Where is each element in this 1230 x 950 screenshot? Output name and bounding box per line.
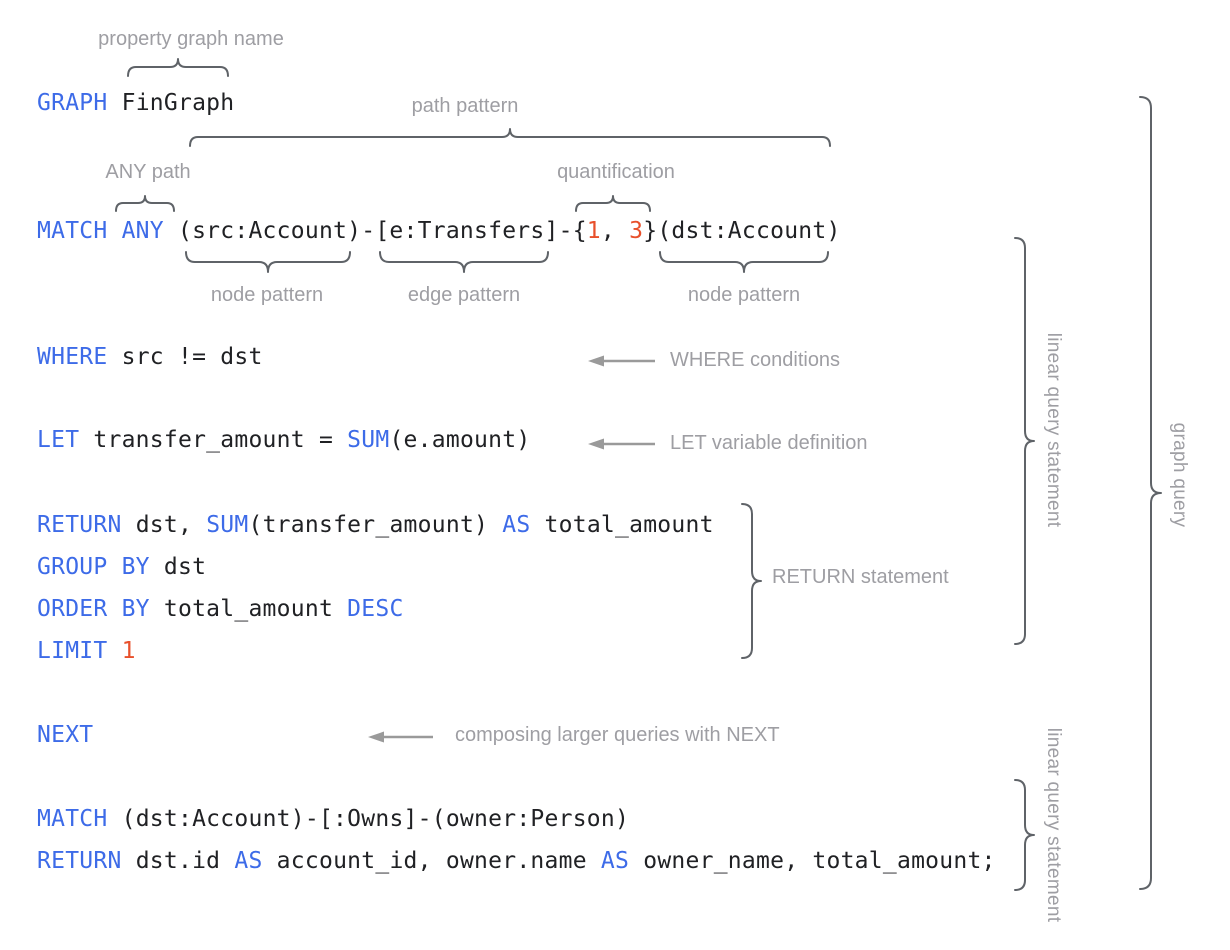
code-token: [108, 638, 122, 664]
code-line-return: RETURN dst, SUM(transfer_amount) AS tota…: [37, 512, 714, 538]
code-line-group-by: GROUP BY dst: [37, 554, 206, 580]
brace-return-statement-icon: [741, 503, 762, 659]
code-token: FinGraph: [107, 90, 235, 116]
code-line-where: WHERE src != dst: [37, 344, 263, 370]
overbrace-any-path-icon: [115, 195, 175, 212]
code-token: }(dst:Account): [643, 218, 841, 244]
code-token: LET: [37, 427, 80, 453]
arrow-composing-next-icon: [368, 731, 433, 743]
overbrace-path-pattern-icon: [189, 128, 831, 147]
code-token: (dst:Account)-[:Owns]-(owner:Person): [107, 806, 630, 832]
code-token: MATCH: [37, 806, 108, 832]
code-token: dst.id: [121, 848, 235, 874]
code-line-graph: GRAPH FinGraph: [37, 90, 234, 116]
code-token: 1: [586, 218, 601, 244]
underbrace-node-pattern-left-icon: [185, 251, 351, 273]
code-line-limit: LIMIT 1: [37, 638, 136, 664]
code-token: dst,: [121, 512, 207, 538]
code-token: account_id, owner.name: [262, 848, 601, 874]
code-token: AS: [502, 512, 531, 538]
code-token: (src:Account)-[e:Transfers]-{: [163, 218, 587, 244]
brace-linear-query-statement-top-icon: [1014, 237, 1035, 645]
label-composing-next: composing larger queries with NEXT: [455, 724, 780, 746]
label-linear-query-statement-bottom: linear query statement: [1043, 727, 1064, 923]
code-token: (transfer_amount): [248, 512, 503, 538]
code-token: SUM: [347, 427, 390, 453]
code-token: WHERE: [37, 344, 108, 370]
brace-graph-query-icon: [1139, 96, 1162, 890]
code-token: transfer_amount =: [79, 427, 348, 453]
code-token: total_amount: [149, 596, 348, 622]
label-any-path: ANY path: [105, 161, 191, 183]
code-token: MATCH ANY: [37, 218, 164, 244]
code-token: (e.amount): [389, 427, 531, 453]
label-node-pattern-right: node pattern: [687, 284, 801, 306]
label-linear-query-statement-top: linear query statement: [1043, 332, 1064, 528]
code-token: RETURN: [37, 848, 122, 874]
label-property-graph-name: property graph name: [98, 28, 284, 50]
label-let-variable-definition: LET variable definition: [670, 432, 868, 454]
label-node-pattern-left: node pattern: [210, 284, 324, 306]
label-where-conditions: WHERE conditions: [670, 349, 841, 371]
code-line-let: LET transfer_amount = SUM(e.amount): [37, 427, 530, 453]
underbrace-edge-pattern-icon: [379, 251, 549, 273]
underbrace-node-pattern-right-icon: [659, 251, 829, 273]
label-return-statement: RETURN statement: [772, 566, 949, 588]
code-token: NEXT: [37, 722, 94, 748]
code-token: GROUP BY: [37, 554, 150, 580]
code-token: AS: [600, 848, 630, 874]
code-token: src != dst: [107, 344, 263, 370]
code-token: LIMIT: [37, 638, 108, 664]
code-token: AS: [234, 848, 263, 874]
code-token: total_amount: [530, 512, 714, 538]
code-token: SUM: [206, 512, 249, 538]
code-token: GRAPH: [37, 90, 108, 116]
overbrace-quantification-icon: [575, 195, 651, 212]
code-token: dst: [149, 554, 207, 580]
code-line-order-by: ORDER BY total_amount DESC: [37, 596, 404, 622]
code-line-next: NEXT: [37, 722, 93, 748]
arrow-let-variable-definition-icon: [588, 438, 655, 450]
code-token: 1: [121, 638, 136, 664]
label-path-pattern: path pattern: [411, 95, 519, 117]
code-token: DESC: [347, 596, 404, 622]
arrow-where-conditions-icon: [588, 355, 655, 367]
label-graph-query: graph query: [1169, 422, 1190, 528]
label-quantification: quantification: [557, 161, 675, 183]
code-line-match: MATCH ANY (src:Account)-[e:Transfers]-{1…: [37, 218, 841, 244]
code-token: ORDER BY: [37, 596, 150, 622]
code-token: RETURN: [37, 512, 122, 538]
label-edge-pattern: edge pattern: [407, 284, 521, 306]
code-line-return-2: RETURN dst.id AS account_id, owner.name …: [37, 848, 996, 874]
overbrace-property-graph-name-icon: [127, 58, 229, 77]
brace-linear-query-statement-bottom-icon: [1014, 779, 1035, 891]
code-line-match-2: MATCH (dst:Account)-[:Owns]-(owner:Perso…: [37, 806, 629, 832]
code-token: ,: [600, 218, 630, 244]
code-token: owner_name, total_amount;: [629, 848, 996, 874]
code-token: 3: [629, 218, 644, 244]
